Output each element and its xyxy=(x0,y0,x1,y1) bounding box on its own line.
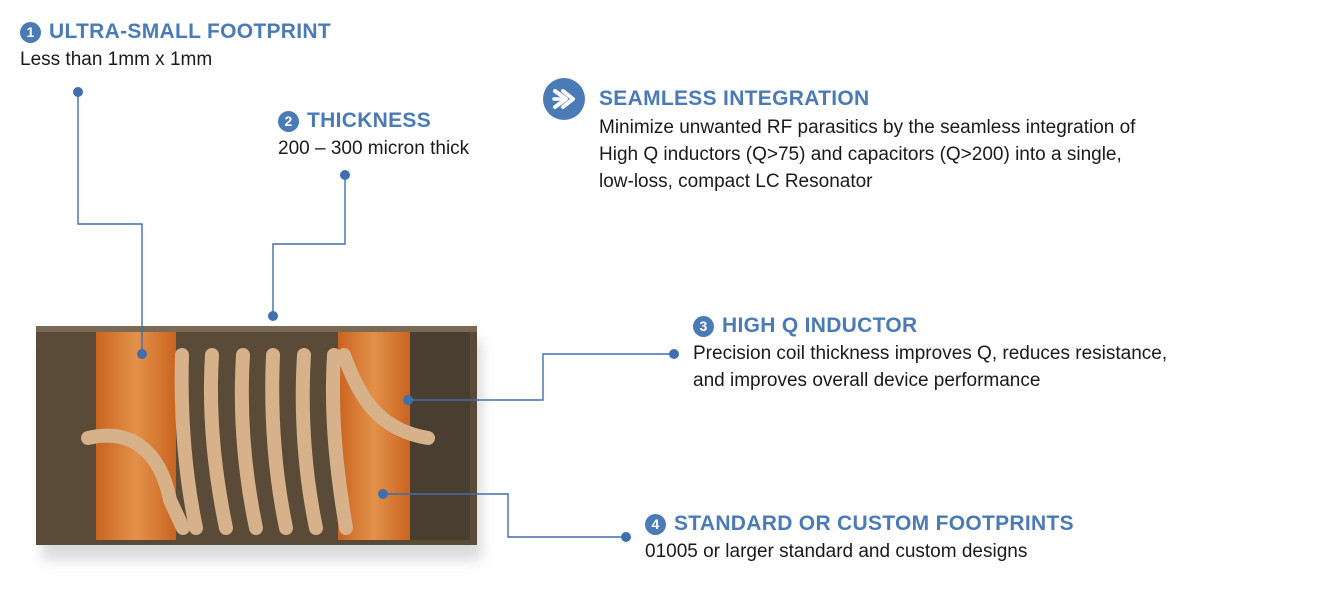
inductor-desc-line: and improves overall device performance xyxy=(693,370,1041,391)
footprint-title: ULTRA-SMALL FOOTPRINT xyxy=(49,20,331,43)
custom-desc: 01005 or larger standard and custom desi… xyxy=(645,541,1028,562)
integration-desc-line: High Q inductors (Q>75) and capacitors (… xyxy=(599,144,1122,165)
callout-thickness: 2 THICKNESS 200 – 300 micron thick xyxy=(278,109,469,162)
inductor-desc-line: Precision coil thickness improves Q, red… xyxy=(693,343,1168,364)
callout-custom: 4 STANDARD OR CUSTOM FOOTPRINTS 01005 or… xyxy=(645,512,1074,565)
callout-integration: SEAMLESS INTEGRATION Minimize unwanted R… xyxy=(543,78,1135,195)
custom-heading: 4 STANDARD OR CUSTOM FOOTPRINTS xyxy=(645,512,1074,536)
thickness-desc: 200 – 300 micron thick xyxy=(278,138,470,159)
number-badge-1: 1 xyxy=(20,21,41,43)
leader-lines xyxy=(77,92,674,538)
inductor-desc: Precision coil thickness improves Q, red… xyxy=(693,340,1167,394)
number-badge-4: 4 xyxy=(645,513,666,535)
integration-desc-line: low-loss, compact LC Resonator xyxy=(599,171,873,192)
inductor-coil xyxy=(81,348,435,535)
custom-title: STANDARD OR CUSTOM FOOTPRINTS xyxy=(674,512,1074,535)
number-badge-3: 3 xyxy=(693,315,714,337)
footprint-desc: Less than 1mm x 1mm xyxy=(20,49,213,70)
number-badge-2: 2 xyxy=(278,110,299,132)
integration-title: SEAMLESS INTEGRATION xyxy=(599,87,870,110)
inductor-title: HIGH Q INDUCTOR xyxy=(722,314,918,337)
footprint-heading: 1 ULTRA-SMALL FOOTPRINT xyxy=(20,20,331,44)
integration-desc-line: Minimize unwanted RF parasitics by the s… xyxy=(599,117,1136,138)
inductor-heading: 3 HIGH Q INDUCTOR xyxy=(693,314,1167,338)
thickness-heading: 2 THICKNESS xyxy=(278,109,469,133)
chip xyxy=(36,326,477,545)
thickness-title: THICKNESS xyxy=(307,109,432,132)
leader-dots xyxy=(73,87,679,542)
callout-footprint: 1 ULTRA-SMALL FOOTPRINT Less than 1mm x … xyxy=(20,20,331,73)
callout-inductor: 3 HIGH Q INDUCTOR Precision coil thickne… xyxy=(693,314,1167,394)
arrow-right-circle-icon xyxy=(543,78,585,120)
integration-desc: Minimize unwanted RF parasitics by the s… xyxy=(599,114,1135,195)
